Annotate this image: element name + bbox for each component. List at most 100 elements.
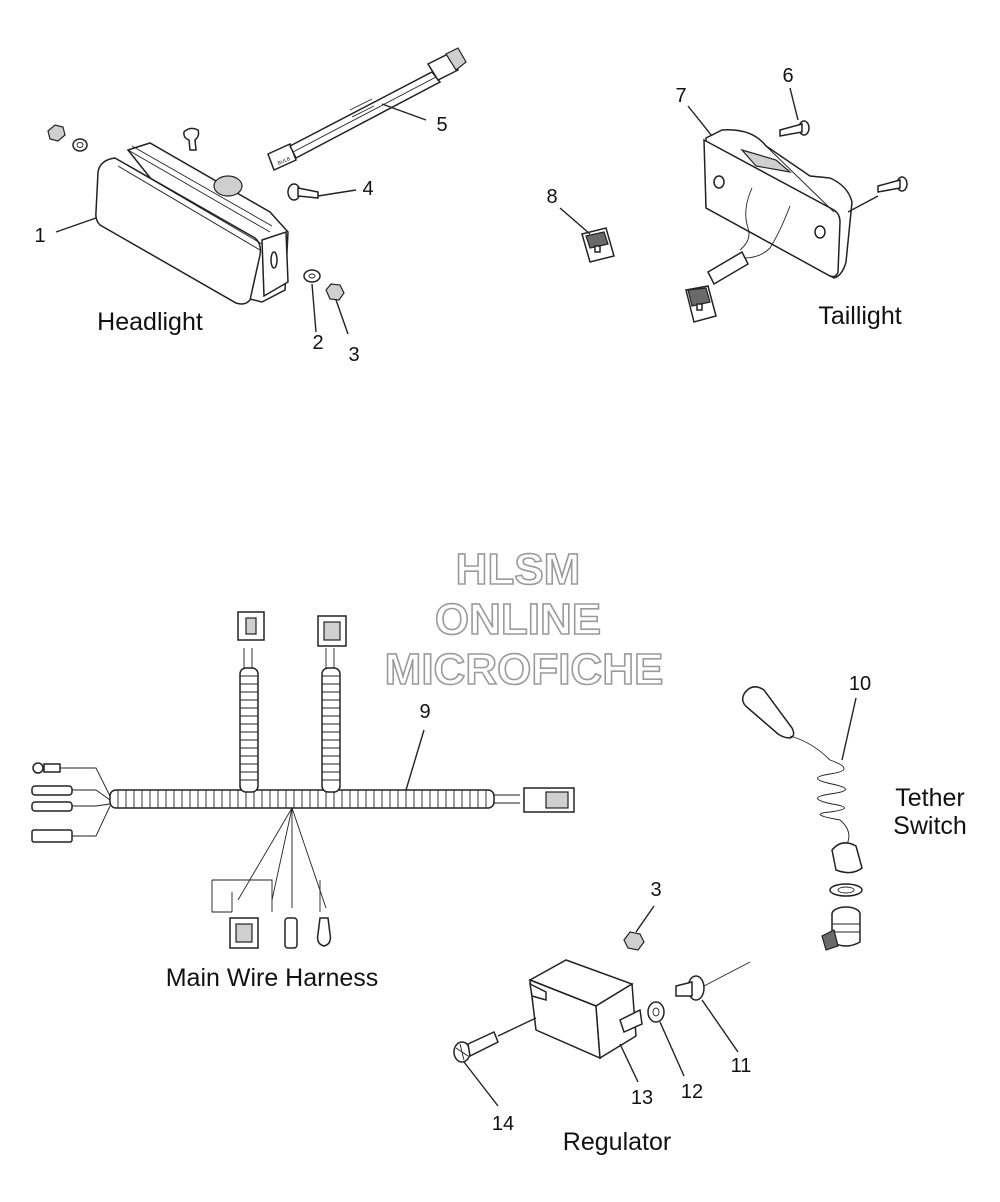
tether-cap bbox=[831, 842, 863, 874]
bulb-tag-text: BULB bbox=[277, 156, 292, 167]
bulb-harness-mark-2 bbox=[351, 105, 375, 118]
callout-9: 9 bbox=[419, 701, 430, 723]
callout-7: 7 bbox=[675, 85, 686, 107]
callout-8: 8 bbox=[546, 186, 557, 208]
headlight-socket bbox=[213, 175, 243, 197]
regulator-washer bbox=[647, 1001, 665, 1023]
leader-13 bbox=[619, 1043, 639, 1083]
callout-12: 12 bbox=[681, 1081, 703, 1103]
regulator-screw-axis bbox=[497, 1017, 537, 1037]
headlight-lens-edge bbox=[114, 157, 263, 245]
regulator-side-face bbox=[595, 982, 637, 1060]
regulator-rivet-mandrel bbox=[703, 961, 751, 987]
tether-ring-hole bbox=[837, 886, 855, 894]
harness-branch-left bbox=[239, 667, 259, 793]
taillight-wire-2 bbox=[743, 205, 791, 259]
callout-3-top: 3 bbox=[348, 344, 359, 366]
taillight-group: 6 7 8 Taillight bbox=[546, 65, 908, 330]
leader-12 bbox=[659, 1021, 685, 1077]
harness-right-wires bbox=[325, 648, 335, 668]
callout-4: 4 bbox=[362, 178, 373, 200]
regulator-screw-slot bbox=[455, 1043, 469, 1061]
tether-switch-group: 10 Tether Switch bbox=[741, 673, 967, 951]
taillight-edge bbox=[765, 145, 835, 213]
harness-bullet-1 bbox=[31, 785, 73, 796]
harness-bullet-2 bbox=[31, 801, 73, 812]
headlight-washer-top-hole bbox=[76, 142, 84, 148]
callout-6: 6 bbox=[782, 65, 793, 87]
harness-spade bbox=[31, 829, 73, 843]
taillight-lens-strip bbox=[740, 148, 793, 173]
taillight-clip-nut-1-hole bbox=[594, 245, 601, 253]
caption-harness: Main Wire Harness bbox=[166, 964, 379, 992]
regulator-screw-shank bbox=[467, 1030, 499, 1058]
harness-group: 9 Main Wire Harness bbox=[31, 611, 575, 992]
headlight-top-bolt bbox=[183, 127, 200, 151]
callout-10: 10 bbox=[849, 673, 871, 695]
headlight-rim-2 bbox=[131, 145, 273, 227]
taillight-hole-left bbox=[713, 175, 725, 189]
leader-1 bbox=[55, 217, 97, 233]
regulator-mount-slot-left bbox=[529, 982, 547, 1001]
regulator-washer-hole bbox=[652, 1007, 660, 1017]
harness-branch-left-ribs bbox=[240, 675, 258, 781]
harness-left-pigtail-wires bbox=[60, 767, 111, 837]
harness-bottom-bullet bbox=[284, 917, 298, 949]
harness-end-connector-pin bbox=[545, 791, 569, 809]
leader-2 bbox=[311, 283, 317, 333]
headlight-group: BULB 1 2 3 4 5 Headlight bbox=[34, 47, 467, 366]
taillight-hole-right bbox=[814, 225, 826, 239]
harness-connector-left-pin bbox=[245, 617, 257, 635]
headlight-lens-edge-2 bbox=[117, 165, 261, 251]
headlight-washer-bottom-hole bbox=[308, 273, 316, 279]
leader-6 bbox=[789, 87, 799, 121]
headlight-nut-bottom bbox=[325, 283, 345, 301]
leader-6b bbox=[847, 195, 879, 213]
tether-lanyard-loop bbox=[741, 686, 795, 739]
callout-2: 2 bbox=[312, 332, 323, 354]
taillight-clip-nut-1-top bbox=[585, 231, 609, 249]
callout-1: 1 bbox=[34, 225, 45, 247]
tether-cord bbox=[789, 735, 831, 761]
harness-ring-terminal-barrel bbox=[43, 763, 61, 773]
watermark-line-2: ONLINE bbox=[435, 595, 601, 644]
caption-tether-line-1: Tether bbox=[895, 784, 964, 812]
harness-branch-right-ribs bbox=[322, 675, 340, 781]
regulator-mount-slot-right bbox=[619, 1008, 643, 1034]
tether-switch-threads bbox=[832, 923, 860, 933]
harness-ring-terminal bbox=[32, 762, 44, 774]
leader-8 bbox=[559, 207, 591, 235]
bulb-harness-plug bbox=[445, 47, 467, 71]
bulb-harness-wire-center bbox=[292, 76, 437, 153]
leader-3-top bbox=[335, 299, 349, 335]
callout-3-bottom: 3 bbox=[650, 879, 661, 901]
headlight-nut-top bbox=[47, 124, 66, 142]
leader-7 bbox=[687, 105, 713, 137]
watermark-line-3: MICROFICHE bbox=[385, 645, 664, 694]
regulator-rivet-body bbox=[675, 981, 693, 997]
headlight-washer-bottom bbox=[303, 269, 321, 283]
caption-tether-line-2: Switch bbox=[893, 812, 967, 840]
callout-11: 11 bbox=[731, 1055, 752, 1077]
headlight-rim bbox=[127, 149, 271, 233]
leader-4 bbox=[317, 189, 357, 197]
taillight-face bbox=[703, 138, 841, 278]
taillight-screw-right-shank bbox=[877, 179, 901, 193]
headlight-lens bbox=[95, 157, 262, 305]
leader-14 bbox=[463, 1061, 499, 1107]
callout-13: 13 bbox=[631, 1087, 653, 1109]
taillight-screw-top-shank bbox=[779, 123, 803, 137]
tether-coil bbox=[817, 759, 850, 847]
watermark: HLSM ONLINE MICROFICHE bbox=[384, 544, 664, 695]
taillight-wire-sleeve bbox=[707, 250, 749, 286]
watermark-line-1: HLSM bbox=[456, 545, 581, 594]
harness-left-wires bbox=[243, 648, 253, 668]
harness-bottom-fan bbox=[237, 807, 327, 909]
headlight-washer-top bbox=[72, 138, 88, 152]
headlight-mount-slot bbox=[270, 251, 278, 269]
harness-connector-bottom-pin bbox=[235, 923, 253, 943]
tether-ring bbox=[829, 883, 863, 897]
caption-taillight: Taillight bbox=[818, 302, 901, 330]
regulator-group: 3 11 12 13 14 Regulator bbox=[453, 879, 752, 1156]
